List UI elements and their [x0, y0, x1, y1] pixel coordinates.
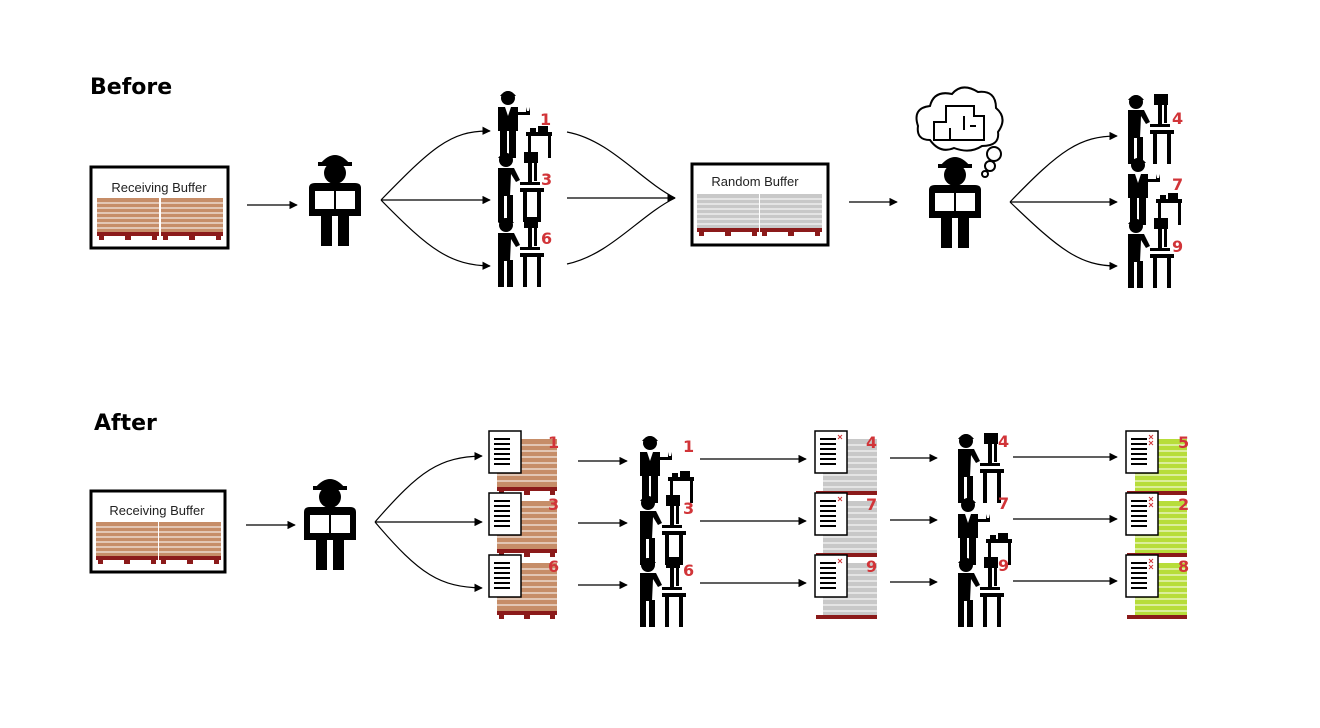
after-row: 1 1 4 4 5: [488, 430, 1189, 503]
after-rows: 1 1 4 4 5 3 3 7 7 2 6 6 9 9 8: [488, 430, 1189, 627]
inspector-icon: [928, 156, 982, 249]
document-icon: [1125, 430, 1159, 474]
worker-number: 1: [683, 437, 694, 456]
document-icon: [814, 554, 848, 598]
drill-worker-icon: [640, 557, 686, 627]
final-number: 5: [1178, 433, 1189, 452]
arrow: [1009, 201, 1118, 271]
arrow: [380, 126, 491, 201]
arrow: [566, 197, 676, 265]
worker-number: 3: [541, 170, 552, 189]
document-icon: [1125, 554, 1159, 598]
drill-worker-icon: [640, 495, 686, 565]
worker-number: 4: [1172, 109, 1183, 128]
drill-worker-icon: [1128, 218, 1174, 288]
worker-number: 9: [998, 556, 1009, 575]
arrow: [380, 199, 491, 271]
drill-worker-icon: [498, 217, 544, 287]
batch-number: 1: [548, 433, 559, 452]
pallet-base: [1127, 615, 1187, 619]
worker-number: 9: [1172, 237, 1183, 256]
pallet-base: [816, 615, 877, 619]
inspector-icon: [303, 478, 357, 571]
worker-number: 6: [541, 229, 552, 248]
staged-number: 7: [866, 495, 877, 514]
random-buffer: Random Buffer: [690, 162, 830, 247]
worker-number: 7: [998, 494, 1009, 513]
after-title: After: [94, 411, 157, 436]
receiving-buffer-after: Receiving Buffer: [89, 489, 227, 574]
batch-number: 6: [548, 557, 559, 576]
arrow: [374, 451, 483, 523]
staged-number: 9: [866, 557, 877, 576]
receiving-buffer-label: Receiving Buffer: [111, 180, 207, 195]
random-buffer-label: Random Buffer: [711, 174, 799, 189]
batch-number: 3: [548, 495, 559, 514]
worker-number: 4: [998, 432, 1009, 451]
after-row: 6 6 9 9 8: [488, 554, 1189, 627]
pallet-base: [497, 611, 557, 615]
arrow: [1009, 131, 1118, 203]
staged-number: 4: [866, 433, 877, 452]
document-icon: [488, 430, 522, 474]
drill-worker-icon: [498, 152, 544, 222]
after-row: 3 3 7 7 2: [488, 492, 1189, 565]
document-icon: [1125, 492, 1159, 536]
pallet-base: [497, 487, 557, 491]
receiving-buffer-label: Receiving Buffer: [109, 503, 205, 518]
before-title: Before: [90, 75, 172, 100]
inspector-icon: [308, 154, 362, 247]
arrow: [374, 521, 483, 593]
final-number: 2: [1178, 495, 1189, 514]
receiving-buffer-before: Receiving Buffer: [89, 165, 230, 250]
document-icon: [488, 554, 522, 598]
drill-worker-icon: [1128, 94, 1174, 164]
document-icon: [814, 492, 848, 536]
worker-number: 3: [683, 499, 694, 518]
final-number: 8: [1178, 557, 1189, 576]
worker-number: 1: [540, 110, 551, 129]
document-icon: [814, 430, 848, 474]
arrow: [566, 131, 676, 199]
worker-number: 6: [683, 561, 694, 580]
pallet-base: [497, 549, 557, 553]
document-icon: [488, 492, 522, 536]
worker-number: 7: [1172, 175, 1183, 194]
